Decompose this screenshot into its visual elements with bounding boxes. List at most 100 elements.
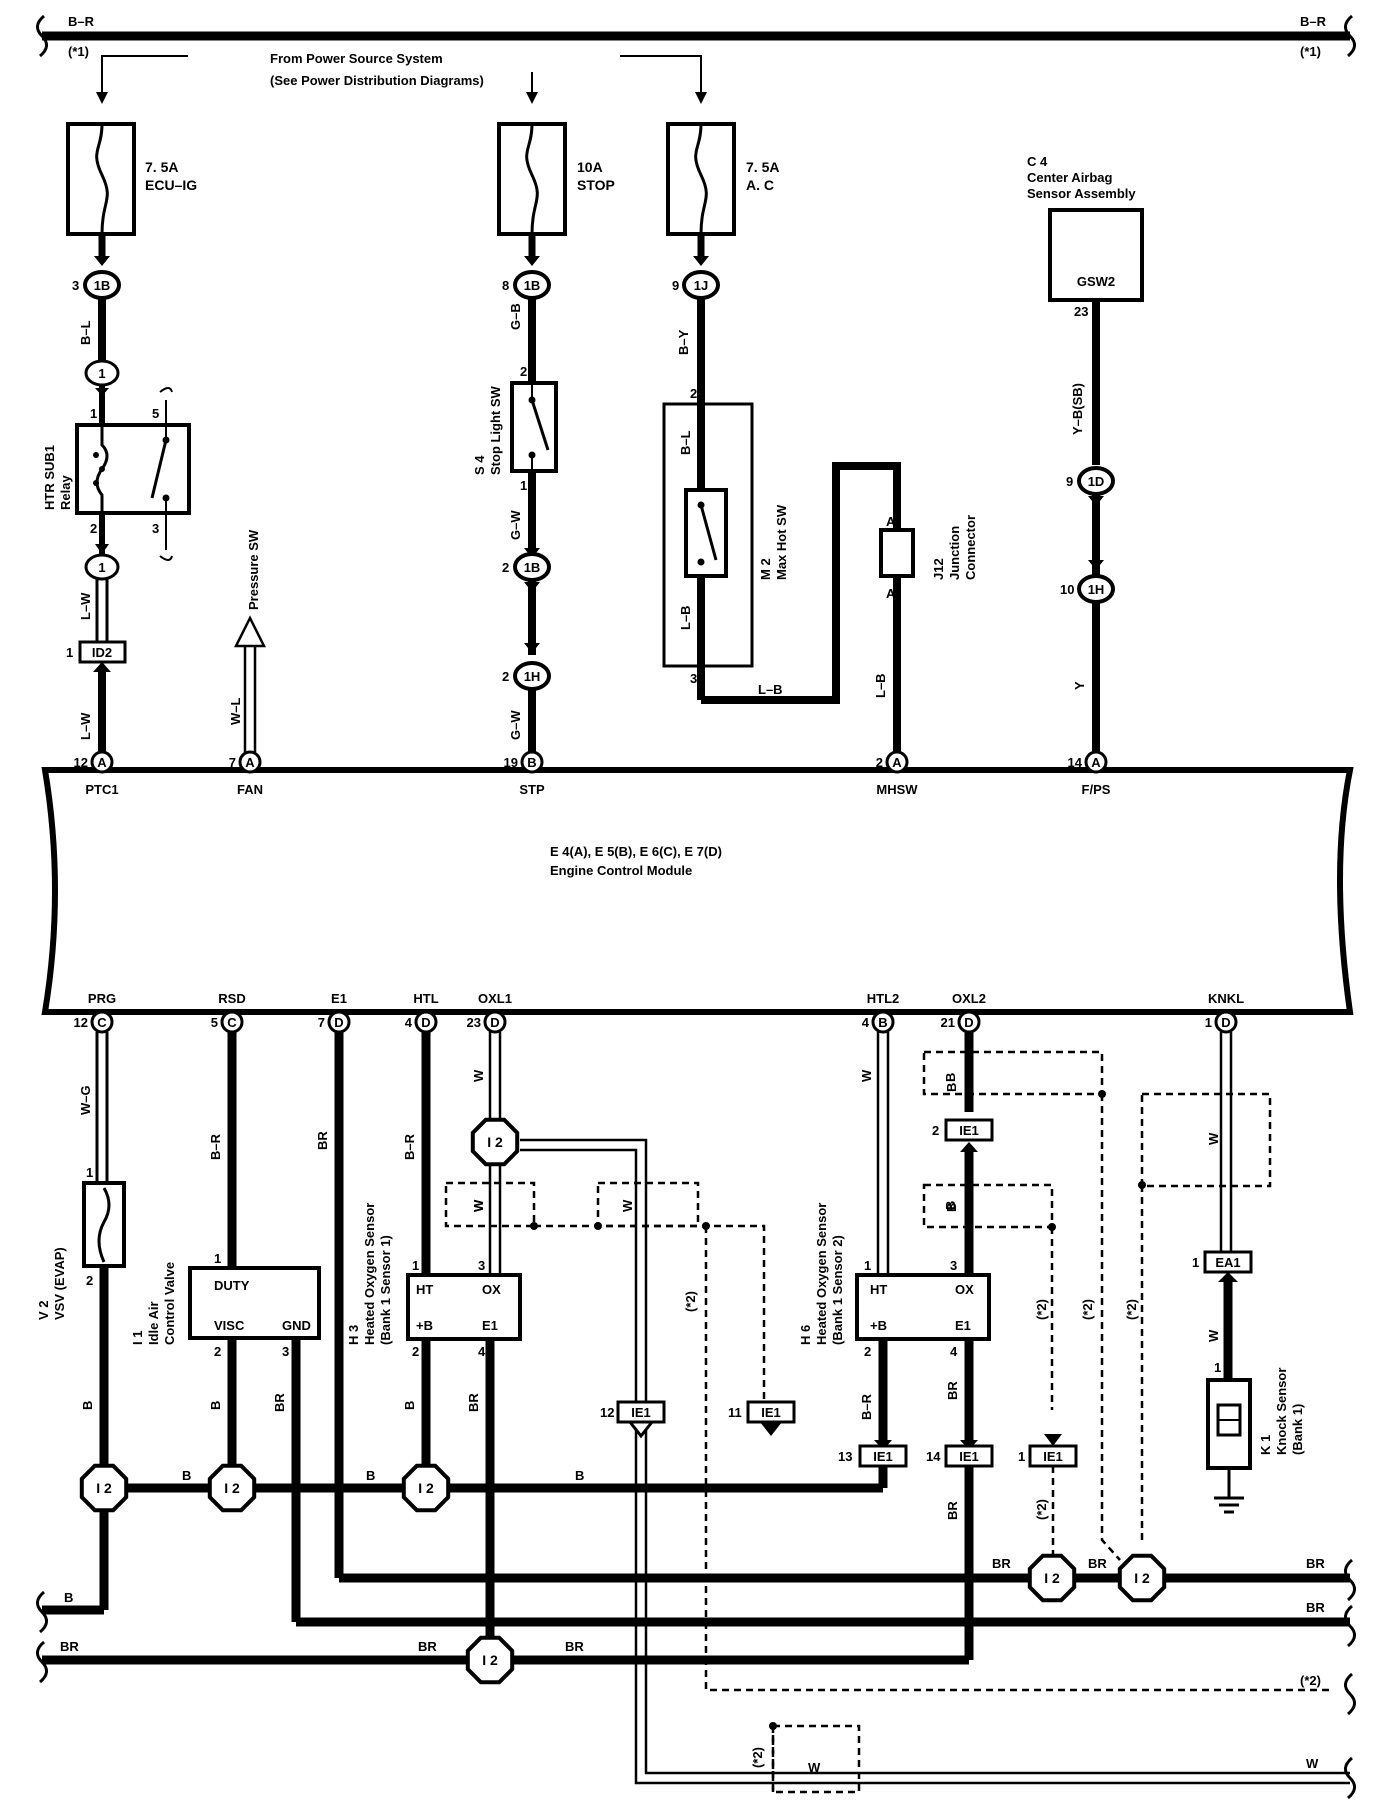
ecm-pin-name: OXL2 <box>952 991 986 1006</box>
note-star2-6: (*2) <box>750 1747 765 1768</box>
ecm-pin-name: E1 <box>331 991 347 1006</box>
j12-name-2: Connector <box>963 515 978 580</box>
ecm-pin-num: 12 <box>74 1015 88 1030</box>
wire-lw: L–W <box>78 592 93 620</box>
ecm-pin-num: 7 <box>318 1015 325 1030</box>
ecm-pin-name: KNKL <box>1208 991 1244 1006</box>
j12-a1: A <box>886 514 896 529</box>
wire-lb-3: L–B <box>873 673 888 698</box>
idle-air-control-valve <box>188 1266 321 1340</box>
ecm-pin-name: STP <box>519 782 545 797</box>
wire-w-htl2: W <box>859 1069 874 1082</box>
junction-1h-b-label: 1H <box>524 669 541 684</box>
fuse-ac-name: A. C <box>746 177 774 193</box>
connector-ie1-13-label: IE1 <box>873 1449 893 1464</box>
pin-10: 10 <box>1060 582 1074 597</box>
wire-b-htl: B <box>402 1401 417 1410</box>
ecm-name: Engine Control Module <box>550 863 692 878</box>
engine-control-module: E 4(A), E 5(B), E 6(C), E 7(D) Engine Co… <box>41 750 1354 1034</box>
pin-9b: 9 <box>1066 474 1073 489</box>
connector-ie1-1-pin: 1 <box>1018 1449 1025 1464</box>
connector-id2-label: ID2 <box>92 645 112 660</box>
note-star2-4: (*2) <box>1124 1299 1139 1320</box>
wire-wg: W–G <box>78 1085 93 1115</box>
ecm-pin-conn: A <box>245 755 255 770</box>
wire-br-h6: B–R <box>859 1393 874 1420</box>
joint-1b <box>84 553 120 581</box>
htr-sub1-relay <box>75 423 191 515</box>
wire-br-bus-7: BR <box>565 1639 584 1654</box>
k1-id: K 1 <box>1258 1435 1273 1455</box>
wire-br-bus-5: BR <box>60 1639 79 1654</box>
junction-i2-label: I 2 <box>418 1480 434 1496</box>
wire-w-shield-3: W <box>808 1760 821 1775</box>
wire-br-e1: BR <box>315 1131 330 1150</box>
v2-pin-2: 2 <box>86 1273 93 1288</box>
knock-sensor <box>1206 1378 1252 1470</box>
ecm-pin-num: 7 <box>229 755 236 770</box>
connector-ie1-2-pin: 2 <box>932 1123 939 1138</box>
fuse-stop-name: STOP <box>577 177 615 193</box>
h6-ht: HT <box>870 1282 887 1297</box>
connector-ie1-2-label: IE1 <box>959 1123 979 1138</box>
i1-pin-2: 2 <box>214 1344 221 1359</box>
h3-pin-2: 2 <box>412 1344 419 1359</box>
connector-id2-pin: 1 <box>66 645 73 660</box>
m2-id: M 2 <box>758 558 773 580</box>
i1-pin-3: 3 <box>282 1344 289 1359</box>
wire-y: Y <box>1072 681 1087 690</box>
heated-oxygen-sensor-b1s1 <box>406 1273 522 1341</box>
ecm-pin-conn: D <box>490 1015 499 1030</box>
ecm-pin-top-4: A 14F/PS <box>1068 750 1111 797</box>
wire-gb: G–B <box>508 303 523 330</box>
ecm-pin-conn: D <box>964 1015 973 1030</box>
bus-note-right: (*1) <box>1300 44 1321 59</box>
ecm-pin-conn: A <box>1091 755 1101 770</box>
circuit-h6: W B IE1 2 B 1 3 HT OX +B E1 2 4 H 6 Heat… <box>798 1032 994 1660</box>
joint-1-label: 1 <box>98 366 105 381</box>
wire-br-h3-e1: BR <box>466 1393 481 1412</box>
ecm-connectors: E 4(A), E 5(B), E 6(C), E 7(D) <box>550 844 722 859</box>
note-star2-7: (*2) <box>1300 1673 1321 1688</box>
note-star2-1: (*2) <box>683 1291 698 1312</box>
wire-lb-2: L–B <box>758 682 783 697</box>
bus-label-left: B–R <box>68 14 95 29</box>
power-source-label: From Power Source System <box>270 51 443 66</box>
junction-i2-label: I 2 <box>482 1652 498 1668</box>
junction-1j-label: 1J <box>694 278 708 293</box>
wire-br-h6-e1: BR <box>945 1381 960 1400</box>
h3-id: H 3 <box>346 1325 361 1345</box>
wire-b-bus-1: B <box>182 1468 191 1483</box>
ecm-pin-num: 14 <box>1068 755 1083 770</box>
circuit-fan: Pressure SW W–L <box>228 529 267 752</box>
ecm-pin-conn: D <box>1221 1015 1230 1030</box>
k1-pin-1: 1 <box>1214 1360 1221 1375</box>
c4-name-1: Center Airbag <box>1027 170 1113 185</box>
relay-pin-5: 5 <box>152 406 159 421</box>
h3-pin-4: 4 <box>478 1344 486 1359</box>
circuit-knkl: W EA1 1 W 1 K 1 Knock Sensor (Bank 1) <box>1192 1032 1305 1514</box>
k1-name-1: Knock Sensor <box>1274 1368 1289 1455</box>
wire-lb: L–B <box>678 605 693 630</box>
connector-ea1-pin: 1 <box>1192 1255 1199 1270</box>
wire-br-bus-3: BR <box>1306 1556 1325 1571</box>
circuit-stp: 1B 8 G–B 2 1 S 4 Stop Light SW G–W 1B 2 … <box>472 234 558 752</box>
ecm-pin-name: HTL2 <box>867 991 900 1006</box>
h3-pin-1: 1 <box>412 1258 419 1273</box>
wire-br-htl: B–R <box>402 1133 417 1160</box>
ecm-pin-num: 4 <box>862 1015 870 1030</box>
junction-1d-label: 1D <box>1088 474 1105 489</box>
connector-ie1-11-pin: 11 <box>728 1405 742 1420</box>
h3-name-1: Heated Oxygen Sensor <box>362 1203 377 1345</box>
note-star2-5: (*2) <box>1034 1499 1049 1520</box>
m2-name: Max Hot SW <box>774 504 789 580</box>
ecm-pin-name: F/PS <box>1082 782 1111 797</box>
h3-ht: HT <box>416 1282 433 1297</box>
connector-ie1-14-label: IE1 <box>959 1449 979 1464</box>
circuit-prg: W–G 1 2 V 2 VSV (EVAP) B <box>36 1032 126 1610</box>
i1-visc: VISC <box>214 1318 245 1333</box>
ecm-pin-conn: A <box>97 755 107 770</box>
